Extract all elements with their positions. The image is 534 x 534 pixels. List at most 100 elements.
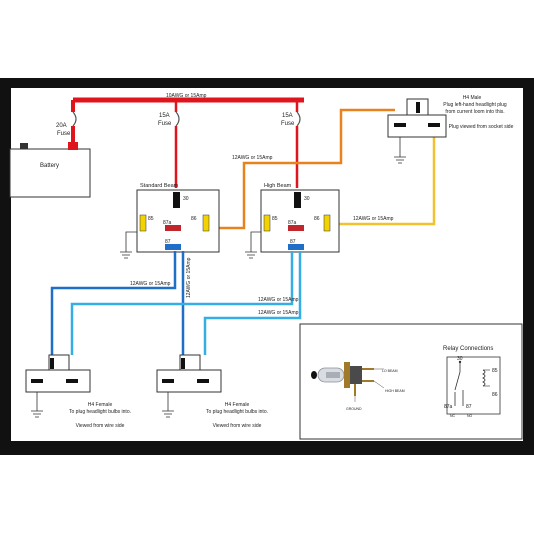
relay-high-pin-86-label: 86: [314, 216, 320, 222]
wire-label-orange: 12AWG or 15Amp: [232, 155, 273, 161]
right-fuse-amp: 15A: [282, 113, 293, 119]
h4-female-left-pin-left: [31, 379, 43, 383]
relay-high-pin-87a-label: 87a: [288, 220, 297, 226]
h4-female-right-pin-right: [197, 379, 209, 383]
relay-high-pin-30-label: 30: [304, 196, 310, 202]
battery-body: [9, 148, 91, 198]
h4-female-right-line2: To plug headlight bulbs into.: [206, 409, 268, 415]
bulb-pin-high: [362, 380, 374, 382]
relay-standard-pin-87-label: 87: [165, 239, 171, 245]
relay-pin-86-label: 86: [492, 392, 498, 398]
battery-negative-terminal: [20, 143, 28, 149]
relay-standard-pin-87a: [165, 225, 181, 231]
relay-high-pin-85-label: 85: [272, 216, 278, 222]
battery: Battery: [9, 142, 91, 198]
h4-female-right: H4 Female To plug headlight bulbs into. …: [156, 354, 268, 429]
h4-male-line4: Plug viewed from socket side: [449, 124, 514, 130]
relay-high-pin-87: [288, 244, 304, 250]
h4-male-pin-right: [428, 123, 440, 127]
h4-female-left-line1: H4 Female: [88, 402, 113, 408]
h4-male-line1: H4 Male: [463, 95, 482, 101]
h4-female-left-line3: Viewed from wire side: [76, 423, 125, 429]
orange-wire: [219, 108, 395, 230]
battery-positive-terminal: [68, 142, 78, 150]
h4-female-left-pin-top: [50, 358, 54, 369]
lightblue-wire-high-to-left: [70, 251, 294, 355]
bulb-high-leader: [373, 380, 385, 389]
relay-coil-symbol: [482, 369, 486, 387]
relay-no-label: NO: [467, 414, 473, 418]
h4-male-plug: H4 Male Plug left-hand headlight plug fr…: [387, 95, 514, 164]
wire-label-yellow: 12AWG or 15Amp: [353, 216, 394, 222]
main-fuse-symbol: [72, 111, 77, 127]
h4-male-body: [387, 114, 447, 138]
left-fuse-amp: 15A: [159, 113, 170, 119]
relay-high-beam: High Beam 30 85 86 87a 87: [245, 183, 340, 259]
relay-high-pin-87a: [288, 225, 304, 231]
h4-female-left: H4 Female To plug headlight bulbs into. …: [25, 354, 131, 429]
h4-bulb-illustration: LO BEAM HIGH BEAM GROUND: [311, 362, 405, 411]
relay-nc-label: NC: [450, 414, 456, 418]
relay-connections-title: Relay Connections: [443, 346, 493, 352]
h4-female-right-line3: Viewed from wire side: [213, 423, 262, 429]
red-power-wires: [71, 97, 304, 188]
h4-female-left-ground: [31, 392, 43, 418]
h4-female-right-line1: H4 Female: [225, 402, 250, 408]
h4-male-pin-left: [394, 123, 406, 127]
left-fuse: 15A Fuse: [158, 111, 180, 127]
bulb-high-label: HIGH BEAM: [385, 389, 405, 393]
wire-label-lightblue-1: 12AWG or 15Amp: [258, 297, 299, 303]
battery-label: Battery: [40, 163, 59, 169]
inset-panel: LO BEAM HIGH BEAM GROUND Relay Connectio…: [299, 323, 523, 440]
relay-standard-beam: Standard Beam 30 85 86 87a 87: [120, 183, 220, 259]
h4-female-right-pin-left: [162, 379, 174, 383]
relay-standard-ground: [120, 231, 137, 259]
right-fuse: 15A Fuse: [281, 111, 301, 127]
bulb-ground-label: GROUND: [346, 407, 362, 411]
relay-pin-87a-label: 87a: [444, 404, 453, 410]
yellow-wire: [339, 125, 436, 226]
h4-female-left-body: [25, 369, 91, 393]
h4-male-ground: [394, 137, 406, 164]
left-fuse-symbol: [175, 111, 180, 127]
relay-standard-pin-86: [202, 214, 210, 232]
bulb-pin-low: [362, 368, 374, 370]
relay-switch-arm: [454, 371, 461, 391]
relay-standard-pin-86-label: 86: [191, 216, 197, 222]
main-fuse-amp: 20A: [56, 123, 67, 129]
bulb-tip: [311, 371, 317, 379]
relay-standard-pin-85: [139, 214, 147, 232]
relay-high-pin-86: [323, 214, 331, 232]
h4-female-right-body: [156, 369, 222, 393]
blue-wire-std-to-left: [50, 251, 177, 355]
h4-female-right-ground: [162, 392, 174, 418]
relay-standard-pin-30: [173, 192, 180, 208]
relay-pin-30-label: 30: [457, 356, 463, 362]
relay-standard-title: Standard Beam: [140, 183, 179, 189]
bulb-low-label: LO BEAM: [382, 369, 398, 373]
h4-female-left-pin-right: [66, 379, 78, 383]
bulb-pin-ground: [354, 384, 356, 396]
relay-high-ground: [245, 231, 261, 259]
right-fuse-symbol: [296, 111, 301, 127]
relay-standard-pin-87a-label: 87a: [163, 220, 172, 226]
relay-high-pin-87-label: 87: [290, 239, 296, 245]
relay-standard-pin-30-label: 30: [183, 196, 189, 202]
relay-high-pin-30: [294, 192, 301, 208]
relay-pin-85-label: 85: [492, 368, 498, 374]
relay-high-pin-85: [263, 214, 271, 232]
relay-standard-pin-85-label: 85: [148, 216, 154, 222]
h4-male-line3: from current loom into this.: [445, 109, 504, 115]
h4-male-pin-top: [416, 102, 420, 113]
main-fuse-label: Fuse: [57, 131, 71, 137]
lightblue-wire-high-to-right: [203, 251, 302, 355]
relay-schematic-box: [446, 356, 501, 415]
wire-label-blue-std: 12AWG or 15Amp: [130, 281, 171, 287]
relay-pin-87-label: 87: [466, 404, 472, 410]
blue-wires: [50, 251, 302, 355]
main-fuse: 20A Fuse: [56, 111, 77, 137]
relay-high-title: High Beam: [264, 183, 292, 189]
relay-standard-pin-87: [165, 244, 181, 250]
wire-label-top-main: 10AWG or 15Amp: [166, 93, 207, 99]
